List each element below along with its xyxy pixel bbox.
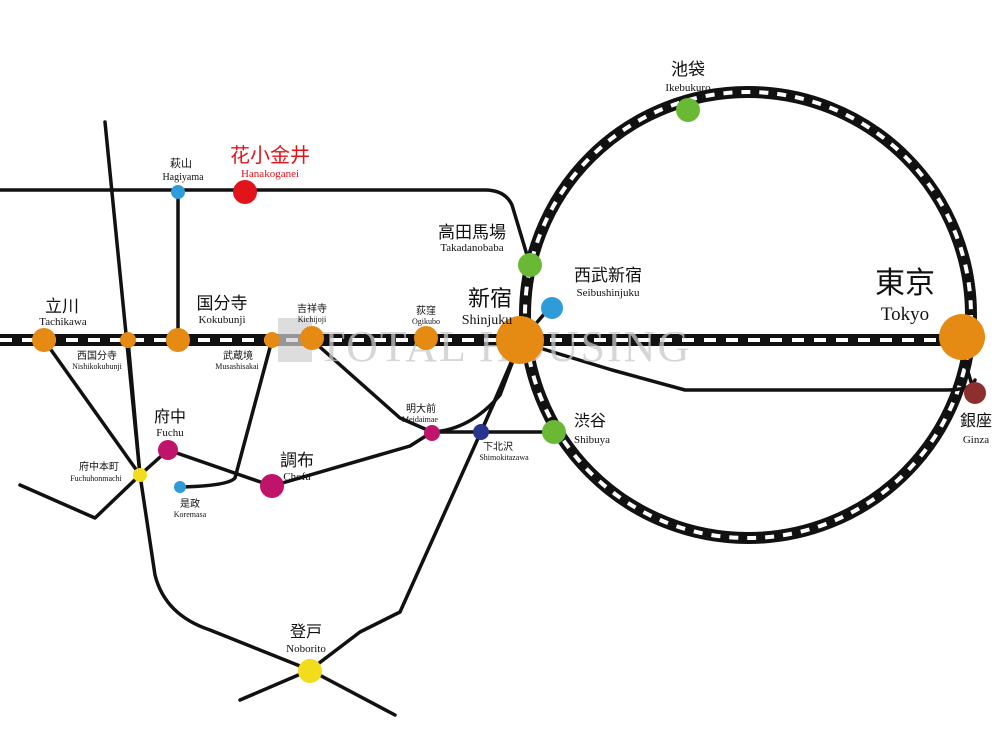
nambu-line [42, 338, 142, 477]
station-shinjuku[interactable] [496, 316, 544, 364]
station-kokubunji[interactable] [166, 328, 190, 352]
station-ogikubo[interactable] [414, 326, 438, 350]
label-noborito-ja: 登戸 [290, 622, 322, 641]
label-seibushinjuku-ja: 西武新宿 [574, 266, 642, 286]
label-tokyo-en: Tokyo [881, 304, 929, 325]
label-hanakoganei-en: Hanakoganei [241, 168, 299, 180]
station-takadanobaba[interactable] [518, 253, 542, 277]
station-fuchu[interactable] [158, 440, 178, 460]
label-fuchuhonmachi-en: Fuchuhonmachi [70, 474, 122, 483]
label-ginza-ja: 銀座 [960, 411, 992, 430]
label-hagiyama-ja: 萩山 [170, 157, 192, 170]
label-shibuya-en: Shibuya [574, 434, 610, 446]
label-ogikubo-ja: 荻窪 [416, 304, 436, 317]
keio-tamagawa-line [178, 338, 274, 489]
station-fuchuhonmachi[interactable] [133, 468, 147, 482]
station-ikebukuro[interactable] [676, 98, 700, 122]
station-tokyo[interactable] [939, 314, 985, 360]
seibu-shinjuku-line [0, 188, 532, 267]
station-shibuya[interactable] [542, 420, 566, 444]
label-shimokitazawa-ja: 下北沢 [483, 440, 513, 453]
label-hanakoganei-ja: 花小金井 [230, 143, 310, 167]
label-fuchu-en: Fuchu [156, 427, 184, 439]
label-chofu-en: Chofu [283, 471, 311, 483]
station-seibushinjuku[interactable] [541, 297, 563, 319]
label-kokubunji-en: Kokubunji [198, 314, 245, 326]
label-nishikokubunji-ja: 西国分寺 [77, 350, 117, 362]
station-hagiyama[interactable] [171, 185, 185, 199]
station-koremasa[interactable] [174, 481, 186, 493]
label-tachikawa-en: Tachikawa [39, 316, 87, 328]
station-ginza[interactable] [964, 382, 986, 404]
label-kichijoji-en: Kichijoji [298, 315, 327, 324]
station-kichijoji[interactable] [300, 326, 324, 350]
label-tachikawa-ja: 立川 [45, 297, 79, 317]
label-ogikubo-en: Ogikubo [412, 317, 440, 326]
label-shibuya-ja: 渋谷 [574, 411, 606, 430]
label-ikebukuro-ja: 池袋 [671, 60, 705, 80]
station-labels: 花小金井 Hanakoganei 萩山 Hagiyama 立川 Tachikaw… [39, 60, 992, 655]
label-shinjuku-en: Shinjuku [462, 313, 513, 328]
station-noborito[interactable] [298, 659, 322, 683]
label-fuchu-ja: 府中 [154, 407, 186, 426]
station-chofu[interactable] [260, 474, 284, 498]
label-hagiyama-en: Hagiyama [162, 172, 204, 183]
label-chofu-ja: 調布 [280, 451, 314, 471]
label-koremasa-en: Koremasa [174, 510, 207, 519]
station-hanakoganei[interactable] [233, 180, 257, 204]
label-ikebukuro-en: Ikebukuro [665, 82, 711, 94]
label-tokyo-ja: 東京 [875, 266, 935, 301]
label-kokubunji-ja: 国分寺 [197, 294, 248, 314]
label-meidaimae-ja: 明大前 [406, 402, 436, 415]
label-noborito-en: Noborito [286, 643, 326, 655]
label-kichijoji-ja: 吉祥寺 [297, 302, 327, 315]
label-takadanobaba-en: Takadanobaba [440, 242, 503, 254]
label-musashisakai-ja: 武蔵境 [223, 349, 253, 362]
label-musashisakai-en: Musashisakai [215, 362, 259, 371]
stations [32, 98, 986, 683]
station-meidaimae[interactable] [424, 425, 440, 441]
station-musashisakai[interactable] [264, 332, 280, 348]
label-ginza-en: Ginza [963, 434, 989, 446]
fuchuhonmachi-branch [18, 473, 142, 520]
rail-lines [0, 120, 977, 717]
label-meidaimae-en: Meidaimae [402, 415, 438, 424]
label-seibushinjuku-en: Seibushinjuku [577, 287, 640, 299]
station-shimokitazawa[interactable] [473, 424, 489, 440]
label-fuchuhonmachi-ja: 府中本町 [79, 460, 119, 473]
musashino-line-west [103, 120, 397, 717]
nishikokubunji-fuchu-link [126, 338, 142, 477]
station-nishikokubunji[interactable] [120, 332, 136, 348]
label-takadanobaba-ja: 高田馬場 [438, 223, 506, 243]
label-shinjuku-ja: 新宿 [468, 287, 512, 312]
label-koremasa-ja: 是政 [180, 497, 200, 510]
label-nishikokubunji-en: Nishikokubunji [72, 362, 123, 371]
station-tachikawa[interactable] [32, 328, 56, 352]
inokashira-line [310, 338, 556, 434]
yamanote-loop-line [519, 86, 977, 544]
label-shimokitazawa-en: Shimokitazawa [479, 453, 529, 462]
musashino-line-east [238, 343, 522, 702]
